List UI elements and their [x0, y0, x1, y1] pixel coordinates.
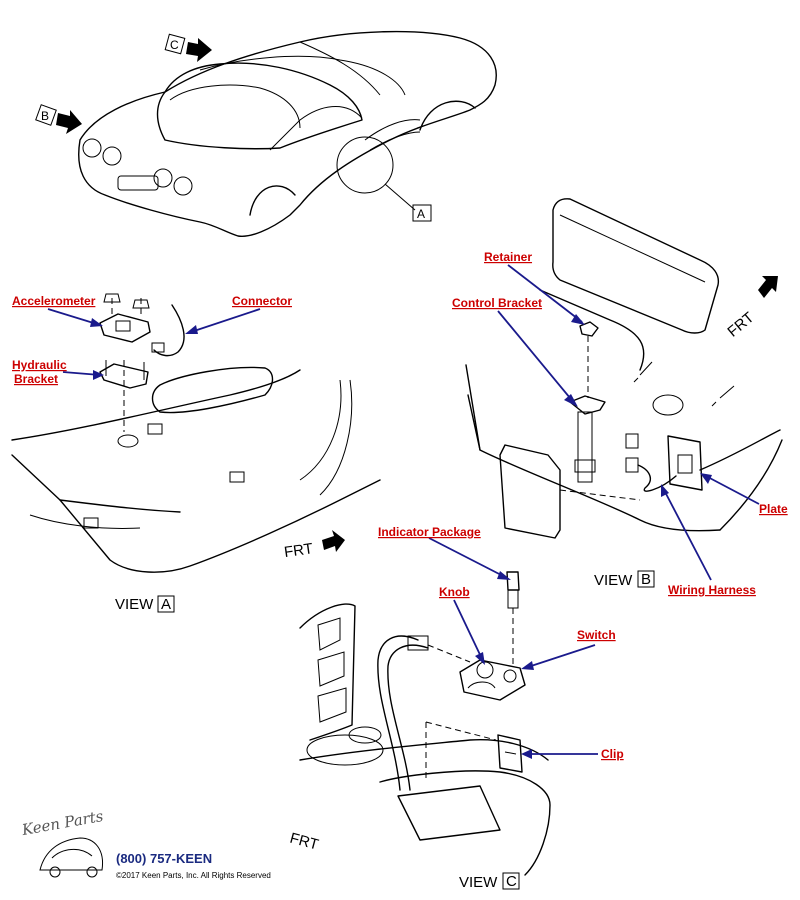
view-c-letter: C	[506, 873, 517, 890]
view-b-illustration	[465, 198, 783, 539]
label-plate: Plate	[759, 502, 788, 516]
label-indicator-package: Indicator Package	[378, 525, 481, 539]
label-accelerometer: Accelerometer	[12, 294, 96, 308]
label-clip: Clip	[601, 747, 624, 761]
arrow-c-icon	[186, 38, 212, 62]
view-c-illustration	[299, 571, 551, 876]
view-a-letter: A	[161, 596, 171, 613]
view-b-word: VIEW	[594, 572, 633, 589]
car-overview-illustration: A B C	[35, 30, 497, 237]
label-control-bracket: Control Bracket	[452, 296, 542, 310]
frt-label-c: FRT	[288, 830, 320, 854]
arrow-b-icon	[56, 110, 82, 134]
label-hydraulic-line2: Bracket	[14, 372, 58, 386]
label-hydraulic-line1: Hydraulic	[12, 358, 67, 372]
view-a-illustration	[11, 293, 381, 573]
phone-number[interactable]: (800) 757-KEEN	[116, 851, 212, 866]
copyright-text: ©2017 Keen Parts, Inc. All Rights Reserv…	[116, 871, 271, 880]
callout-b-letter: B	[41, 109, 49, 123]
view-a-word: VIEW	[115, 596, 154, 613]
label-switch: Switch	[577, 628, 616, 642]
frt-label-b: FRT	[724, 309, 757, 341]
frt-arrow-b-icon	[758, 276, 778, 298]
view-c-word: VIEW	[459, 874, 498, 891]
frt-label-a: FRT	[283, 540, 314, 561]
callout-a-letter: A	[417, 207, 425, 221]
label-connector: Connector	[232, 294, 292, 308]
leader-lines	[47, 264, 760, 759]
callout-c-letter: C	[170, 38, 179, 52]
label-retainer: Retainer	[484, 250, 532, 264]
frt-arrow-a-icon	[322, 530, 345, 552]
view-b-letter: B	[641, 571, 651, 588]
label-wiring-harness: Wiring Harness	[668, 583, 756, 597]
label-knob: Knob	[439, 585, 470, 599]
svg-text:Keen Parts: Keen Parts	[20, 807, 105, 839]
keen-parts-logo: Keen Parts	[20, 807, 105, 878]
